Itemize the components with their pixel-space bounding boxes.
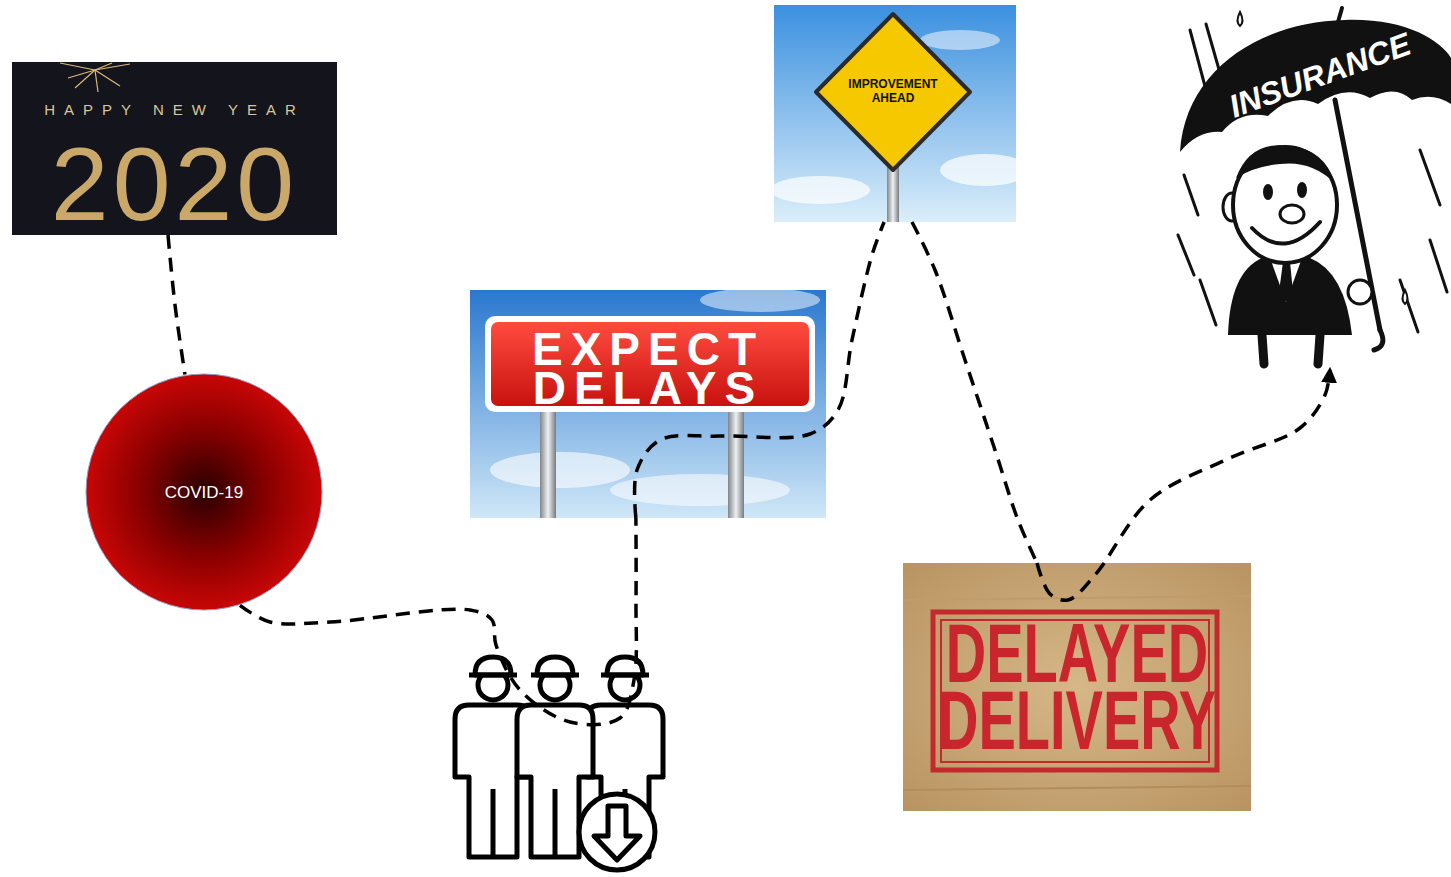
stamp-text: DELAYED DELIVERY <box>932 620 1222 754</box>
new-year-card-art <box>12 62 337 235</box>
umbrella-tip <box>1338 8 1342 22</box>
hard-hat <box>537 657 573 675</box>
rain-drop <box>1238 12 1243 26</box>
suit <box>1228 258 1352 335</box>
firework-ray <box>60 63 95 70</box>
improvement-ahead-art <box>770 5 1030 222</box>
rain-streak <box>1178 235 1194 275</box>
sign-border <box>485 316 815 412</box>
worker-leg-split <box>553 789 558 857</box>
insurance-cartoon: INSURANCE <box>1172 20 1451 370</box>
workers-icon <box>455 657 663 870</box>
dashed-connector <box>912 222 1037 563</box>
card-background <box>12 62 337 235</box>
hard-hat <box>607 657 643 675</box>
worker-leg-split <box>491 789 496 857</box>
umbrella-text: INSURANCE <box>1211 21 1430 129</box>
hat-brim <box>601 673 649 678</box>
cardboard-fibre <box>903 786 1251 790</box>
diamond-sign <box>816 14 970 170</box>
sign-text: EXPECT DELAYS <box>485 330 811 408</box>
road-sign: IMPROVEMENT AHEAD <box>774 5 1016 222</box>
expect-delays-art <box>470 288 826 518</box>
sign-post <box>540 395 556 518</box>
insurance-cartoon-art <box>1178 8 1451 364</box>
eye <box>1263 184 1273 200</box>
eye <box>1297 182 1307 198</box>
rain-streak <box>1200 280 1216 325</box>
dashed-connector <box>240 518 636 725</box>
umbrella-canopy <box>1180 20 1451 152</box>
smile <box>1252 222 1320 244</box>
firework-ray <box>68 70 95 78</box>
dashed-connector <box>635 222 885 518</box>
connector-group <box>168 222 1330 725</box>
cardboard-fibre <box>903 596 1251 600</box>
down-arrow <box>594 806 640 860</box>
leg <box>1262 335 1264 364</box>
dashed-connector <box>1037 370 1330 600</box>
cloud <box>610 474 790 506</box>
rain-drop <box>1403 290 1408 304</box>
hat-brim <box>469 673 517 678</box>
year-number: 2020 <box>12 132 337 236</box>
sky <box>470 290 826 518</box>
leg <box>1318 335 1320 364</box>
rain-streak <box>1184 175 1198 215</box>
warning-sign: EXPECT DELAYS <box>470 290 826 518</box>
firework-ray <box>95 70 120 86</box>
nose <box>1280 205 1304 223</box>
cloud <box>920 30 1000 50</box>
dashed-connector <box>168 235 185 374</box>
virus-label: COVID-19 <box>85 483 323 503</box>
rain-streak <box>1400 280 1418 332</box>
cardboard <box>903 563 1251 811</box>
new-year-card: HAPPY NEW YEAR 2020 <box>12 62 337 235</box>
cloud <box>770 176 870 204</box>
cloud <box>490 452 630 488</box>
sign-text: IMPROVEMENT AHEAD <box>843 77 943 106</box>
virus-disc <box>86 374 322 610</box>
cloud <box>940 154 1030 186</box>
fireworks <box>60 63 130 92</box>
hair <box>1236 145 1334 182</box>
tie <box>1279 262 1293 302</box>
virus-circle: COVID-19 <box>85 373 323 611</box>
hard-hat <box>475 657 511 675</box>
hand <box>1348 280 1372 304</box>
reduction-badge <box>579 794 655 870</box>
sign-post <box>728 395 744 518</box>
hat-brim <box>531 673 579 678</box>
card-greeting: HAPPY NEW YEAR <box>12 102 337 119</box>
rain-streak <box>1430 240 1447 292</box>
umbrella-handle <box>1374 330 1383 350</box>
delayed-delivery-art <box>903 563 1251 811</box>
cloud <box>700 288 820 312</box>
stamped-box: DELAYED DELIVERY <box>903 563 1251 811</box>
rain-streak <box>1420 150 1440 205</box>
firework-ray <box>95 64 130 70</box>
firework-ray <box>95 63 112 70</box>
firework-ray <box>95 70 98 92</box>
rain-streak <box>1190 30 1206 90</box>
